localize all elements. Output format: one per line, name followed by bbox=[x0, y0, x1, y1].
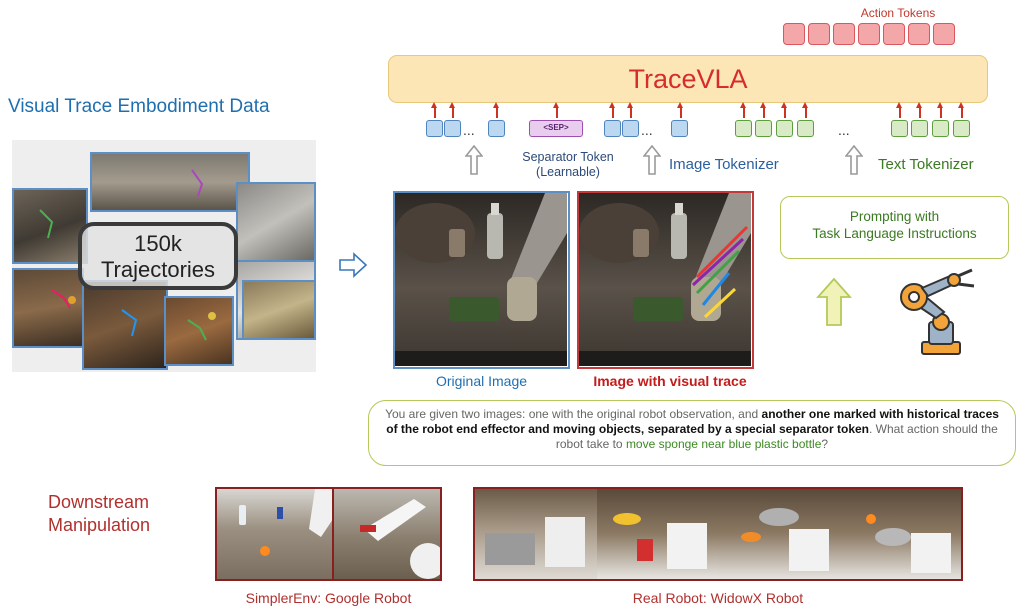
downstream-title-line2: Manipulation bbox=[48, 515, 151, 535]
dataset-title: Visual Trace Embodiment Data bbox=[8, 96, 270, 117]
up-arrow bbox=[760, 102, 766, 118]
simplerenv-images bbox=[215, 487, 442, 581]
up-arrow bbox=[740, 102, 746, 118]
image-token bbox=[488, 120, 505, 137]
up-arrow bbox=[781, 102, 787, 118]
text-token bbox=[776, 120, 793, 137]
trajectory-word: Trajectories bbox=[100, 257, 216, 282]
real-image bbox=[597, 489, 719, 579]
robot-scene-image bbox=[395, 193, 567, 366]
sim-scene bbox=[359, 499, 440, 579]
image-token bbox=[444, 120, 461, 137]
image-token bbox=[604, 120, 621, 137]
original-image bbox=[393, 191, 570, 369]
robot-scene-traced-image bbox=[579, 193, 751, 366]
right-arrow-icon bbox=[339, 252, 368, 278]
up-arrow bbox=[896, 102, 902, 118]
sim-image bbox=[217, 489, 332, 579]
up-arrow-icon bbox=[845, 145, 863, 175]
action-token bbox=[808, 23, 830, 45]
tracevla-model: TraceVLA bbox=[388, 55, 988, 103]
prompt-line1: Prompting with bbox=[849, 209, 940, 224]
robot-arm-icon bbox=[900, 268, 975, 355]
real-scene bbox=[741, 508, 829, 571]
action-token bbox=[883, 23, 905, 45]
real-scene bbox=[485, 517, 585, 567]
action-token bbox=[783, 23, 805, 45]
instruction-prompt: You are given two images: one with the o… bbox=[368, 400, 1016, 466]
token-ellipsis: ... bbox=[641, 122, 653, 138]
image-token bbox=[671, 120, 688, 137]
widowx-images bbox=[473, 487, 963, 581]
action-token bbox=[858, 23, 880, 45]
up-arrow bbox=[958, 102, 964, 118]
up-arrow bbox=[609, 102, 615, 118]
text-token bbox=[911, 120, 928, 137]
text-token bbox=[735, 120, 752, 137]
action-token bbox=[908, 23, 930, 45]
sim-scene bbox=[239, 489, 332, 556]
up-arrow bbox=[802, 102, 808, 118]
token-ellipsis: ... bbox=[463, 122, 475, 138]
text-tokenizer-label: Text Tokenizer bbox=[878, 156, 974, 173]
simplerenv-label: SimplerEnv: Google Robot bbox=[245, 590, 412, 606]
original-image-label: Original Image bbox=[435, 373, 528, 389]
up-arrow bbox=[553, 102, 559, 118]
image-token bbox=[622, 120, 639, 137]
downstream-title: Downstream Manipulation bbox=[48, 491, 178, 537]
trajectory-count: 150k bbox=[134, 231, 182, 256]
real-scene bbox=[613, 513, 707, 569]
trajectory-collage bbox=[12, 140, 316, 372]
action-tokens bbox=[783, 23, 955, 45]
image-tokenizer-label: Image Tokenizer bbox=[669, 156, 779, 173]
real-image bbox=[475, 489, 597, 579]
prompt-line2: Task Language Instructions bbox=[812, 226, 977, 241]
up-arrow bbox=[431, 102, 437, 118]
text-token bbox=[891, 120, 908, 137]
real-image bbox=[841, 489, 961, 579]
prompt-text-end: ? bbox=[821, 437, 829, 451]
text-token bbox=[932, 120, 949, 137]
separator-token-label: Separator Token (Learnable) bbox=[498, 150, 638, 180]
collage-tile bbox=[242, 280, 316, 340]
up-arrow bbox=[916, 102, 922, 118]
action-token bbox=[833, 23, 855, 45]
collage-tile bbox=[12, 268, 84, 348]
real-scene bbox=[866, 514, 951, 573]
up-arrow-icon bbox=[643, 145, 661, 175]
collage-tile bbox=[90, 152, 250, 212]
prompt-text-part3: . What action should the robot take to bbox=[555, 422, 998, 451]
real-image bbox=[719, 489, 841, 579]
separator-label-line2: (Learnable) bbox=[536, 165, 600, 179]
trace-marks bbox=[39, 169, 216, 341]
up-arrow bbox=[493, 102, 499, 118]
text-token bbox=[797, 120, 814, 137]
sim-divider bbox=[331, 489, 334, 579]
separator-label-line1: Separator Token bbox=[522, 150, 614, 164]
text-token bbox=[953, 120, 970, 137]
sim-image bbox=[333, 489, 440, 579]
prompting-box: Prompting with Task Language Instruction… bbox=[780, 196, 1009, 259]
up-arrow-icon bbox=[465, 145, 483, 175]
action-tokens-label: Action Tokens bbox=[860, 6, 936, 20]
task-instruction: move sponge near blue plastic bottle bbox=[625, 437, 822, 451]
trajectory-count-box: 150k Trajectories bbox=[78, 222, 238, 290]
token-ellipsis: ... bbox=[838, 122, 850, 138]
prompt-text-bold: another one marked with historical trace… bbox=[386, 407, 999, 436]
up-arrow bbox=[677, 102, 683, 118]
up-arrow bbox=[627, 102, 633, 118]
up-arrow bbox=[937, 102, 943, 118]
downstream-title-line1: Downstream bbox=[48, 492, 150, 512]
widowx-label: Real Robot: WidowX Robot bbox=[632, 590, 804, 606]
image-token bbox=[426, 120, 443, 137]
up-arrow-icon bbox=[816, 277, 852, 326]
text-token bbox=[755, 120, 772, 137]
traced-image bbox=[577, 191, 754, 369]
prompt-text-part1: You are given two images: one with the o… bbox=[385, 407, 762, 421]
collage-tile bbox=[164, 296, 234, 366]
up-arrow bbox=[449, 102, 455, 118]
sep-token: <SEP> bbox=[529, 120, 583, 137]
traced-image-label: Image with visual trace bbox=[593, 373, 747, 389]
action-token bbox=[933, 23, 955, 45]
